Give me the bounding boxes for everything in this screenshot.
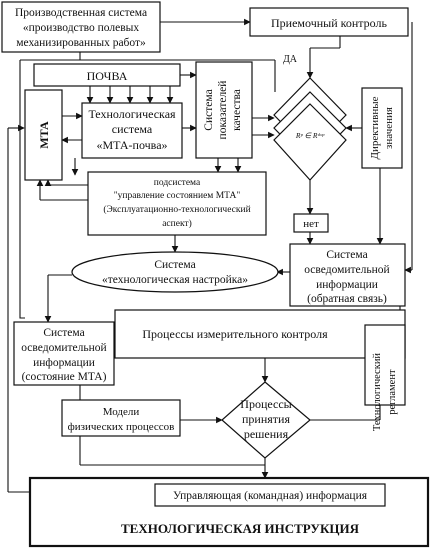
decision-processes-line2: принятия [242,412,290,426]
directive-values-line1: Директивные [369,96,381,159]
mta-label: МТА [37,121,51,149]
info-state-line4: (состояние МТА) [22,371,107,383]
directive-values-line2: значения [383,107,395,149]
acceptance-control-label: Приемочный контроль [271,16,388,30]
subsystem-line2: "управление состоянием МТА" [114,191,241,201]
acceptance-control-box: Приемочный контроль [249,7,409,37]
soil-label: ПОЧВА [87,69,128,83]
decision-processes-line3: решения [244,427,289,441]
production-system-line3: механизированных работ» [16,37,146,49]
quality-indicators-line1: Система [203,89,215,130]
tech-regulation-line1: Технологический [372,353,383,432]
no-box: нет [293,213,329,233]
info-feedback-line3: информации [316,279,378,291]
subsystem-line3: (Эксплуатационно-технологический [103,204,250,215]
mta-box: МТА [24,89,63,181]
production-system-box: Производственная система «производство п… [1,1,161,53]
quality-indicators-line3: качества [231,89,243,131]
decision-yes-label: ДА [283,54,298,65]
models-line1: Модели [103,406,140,418]
info-feedback-line2: осведомительной [304,264,389,276]
subsystem-box: подсистема "управление состоянием МТА" (… [87,171,267,236]
info-state-line1: Система [43,327,84,339]
subsystem-line4: аспект) [162,218,192,229]
tech-regulation-box: Технологический регламент [364,324,406,432]
info-state-box: Система осведомительной информации (сост… [13,321,115,386]
tech-regulation-line2: регламент [387,369,398,415]
info-feedback-line1: Система [326,249,367,261]
soil-box: ПОЧВА [33,63,181,87]
tech-setup-line1: Система [154,259,195,271]
tech-system-line1: Технологическая [88,107,176,121]
decision-condition: Rᵖ ∈ Rᵈᵒᵖ [295,131,325,140]
info-feedback-box: Система осведомительной информации (обра… [289,243,406,307]
quality-indicators-line2: показателей [217,81,229,140]
control-info-label: Управляющая (командная) информация [173,490,368,502]
decision-diamond: ДА Rᵖ ∈ Rᵈᵒᵖ [273,54,347,181]
measurement-box: Процессы измерительного контроля [114,309,406,359]
subsystem-line1: подсистема [154,178,201,188]
quality-indicators-box: Система показателей качества [195,61,253,159]
tech-setup-ellipse: Система «технологическая настройка» [71,251,279,293]
no-label: нет [303,218,319,230]
production-system-line1: Производственная система [15,7,147,19]
info-feedback-line4: (обратная связь) [307,293,387,305]
directive-values-box: Директивные значения [361,87,403,169]
info-state-line2: осведомительной [21,342,106,354]
tech-instruction-label: ТЕХНОЛОГИЧЕСКАЯ ИНСТРУКЦИЯ [121,521,360,536]
tech-setup-line2: «технологическая настройка» [102,274,248,286]
tech-system-line3: «МТА-почва» [96,138,167,152]
decision-processes-diamond: Процессы принятия решения [221,381,311,459]
tech-system-line2: система [112,122,153,136]
models-box: Модели физических процессов [61,399,181,437]
measurement-label: Процессы измерительного контроля [142,327,328,341]
control-info-box: Управляющая (командная) информация [154,483,386,507]
tech-system-box: Технологическая система «МТА-почва» [81,102,183,159]
decision-processes-line1: Процессы [240,397,291,411]
info-state-line3: информации [33,357,95,369]
production-system-line2: «производство полевых [23,22,140,34]
models-line2: физических процессов [68,421,175,433]
